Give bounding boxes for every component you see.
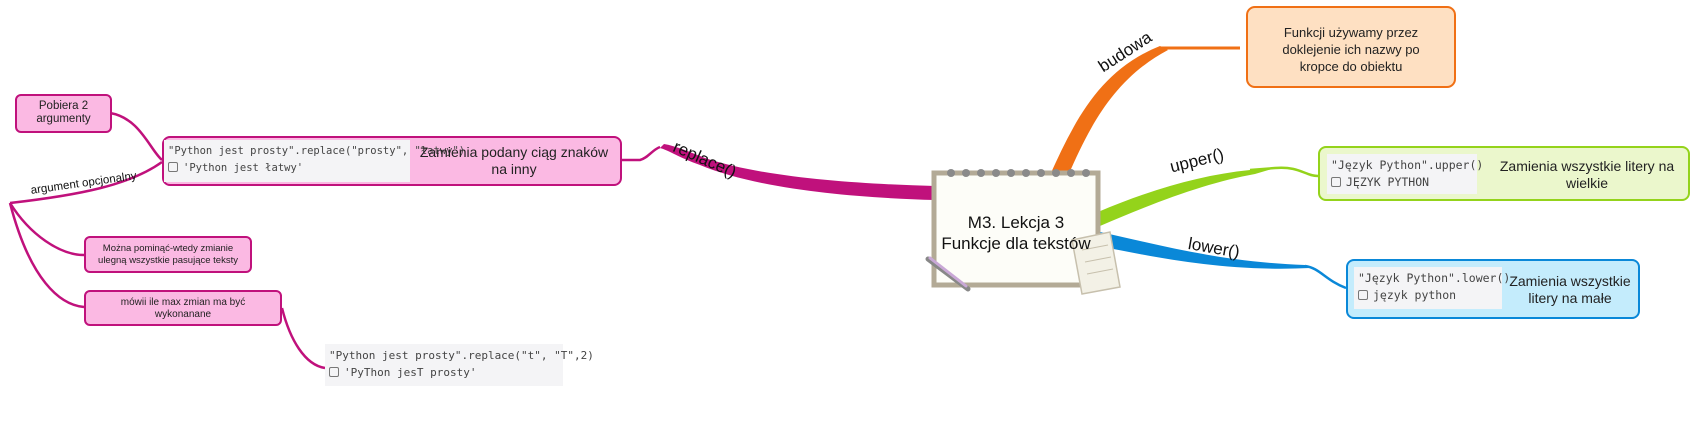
- center-title-line1: M3. Lekcja 3: [967, 213, 1065, 232]
- branch-lower: [1304, 264, 1347, 290]
- thumbs-up-icon: [168, 162, 178, 172]
- sub-branch-omit: [8, 202, 85, 257]
- replace-node[interactable]: "Python jest prosty".replace("prosty", "…: [162, 136, 622, 186]
- branch-replace-thick: [660, 144, 935, 200]
- replace-desc: Zamienia podany ciąg znaków na inny: [419, 144, 609, 177]
- sub-branch-optional: [9, 160, 163, 205]
- branch-upper: [1249, 166, 1319, 178]
- replace-example-line1: "Python jest prosty".replace("t", "T",2): [329, 349, 594, 362]
- branch-budowa-thick: [1050, 46, 1168, 176]
- lower-code-line2: język python: [1373, 288, 1457, 302]
- lower-desc: Zamienia wszystkie litery na małe: [1509, 273, 1631, 306]
- center-title-line2: Funkcje dla tekstów: [941, 234, 1091, 253]
- args-node[interactable]: Pobiera 2 argumenty: [15, 94, 112, 133]
- sub-branch-example: [280, 307, 326, 370]
- upper-desc: Zamienia wszystkie litery na wielkie: [1499, 158, 1675, 191]
- omit-node[interactable]: Można pominąć-wtedy zmianie ulegną wszys…: [84, 236, 252, 273]
- notebook-icon: [925, 169, 1121, 295]
- budowa-node-text: Funkcji używamy przez doklejenie ich naz…: [1282, 25, 1420, 74]
- replace-code-line2: 'Python jest łatwy': [183, 162, 304, 174]
- lower-code-example: "Język Python".lower() język python: [1354, 267, 1511, 309]
- center-title: M3. Lekcja 3 Funkcje dla tekstów: [934, 212, 1098, 254]
- count-node-text: mówii ile max zmian ma być wykonanane: [120, 297, 246, 320]
- replace-code-line1: "Python jest prosty".replace("prosty", "…: [168, 145, 466, 157]
- lower-node[interactable]: "Język Python".lower() język python Zami…: [1346, 259, 1640, 319]
- replace-optional-code-example: "Python jest prosty".replace("t", "T",2)…: [325, 344, 594, 386]
- replace-example-line2: 'PyThon jesT prosty': [344, 366, 477, 379]
- args-node-text: Pobiera 2 argumenty: [36, 100, 91, 125]
- upper-code-example: "Język Python".upper() JĘZYK PYTHON: [1327, 154, 1484, 194]
- branch-lower-thick: [1098, 232, 1310, 269]
- upper-node[interactable]: "Język Python".upper() JĘZYK PYTHON Zami…: [1318, 146, 1690, 201]
- replace-code-example: "Python jest prosty".replace("prosty", "…: [164, 140, 466, 182]
- sub-branch-args: [109, 111, 163, 161]
- lower-code-line1: "Język Python".lower(): [1358, 271, 1511, 285]
- thumbs-up-icon: [1358, 290, 1368, 300]
- branch-replace: [622, 145, 661, 162]
- thumbs-up-icon: [1331, 177, 1341, 187]
- upper-code-line1: "Język Python".upper(): [1331, 158, 1484, 172]
- sub-branch-count: [8, 202, 85, 309]
- thumbs-up-icon: [329, 367, 339, 377]
- omit-node-text: Można pominąć-wtedy zmianie ulegną wszys…: [98, 243, 238, 266]
- budowa-node[interactable]: Funkcji używamy przez doklejenie ich naz…: [1246, 6, 1456, 88]
- upper-code-line2: JĘZYK PYTHON: [1346, 175, 1430, 189]
- branch-upper-thick: [1098, 168, 1275, 226]
- count-node[interactable]: mówii ile max zmian ma być wykonanane: [84, 290, 282, 326]
